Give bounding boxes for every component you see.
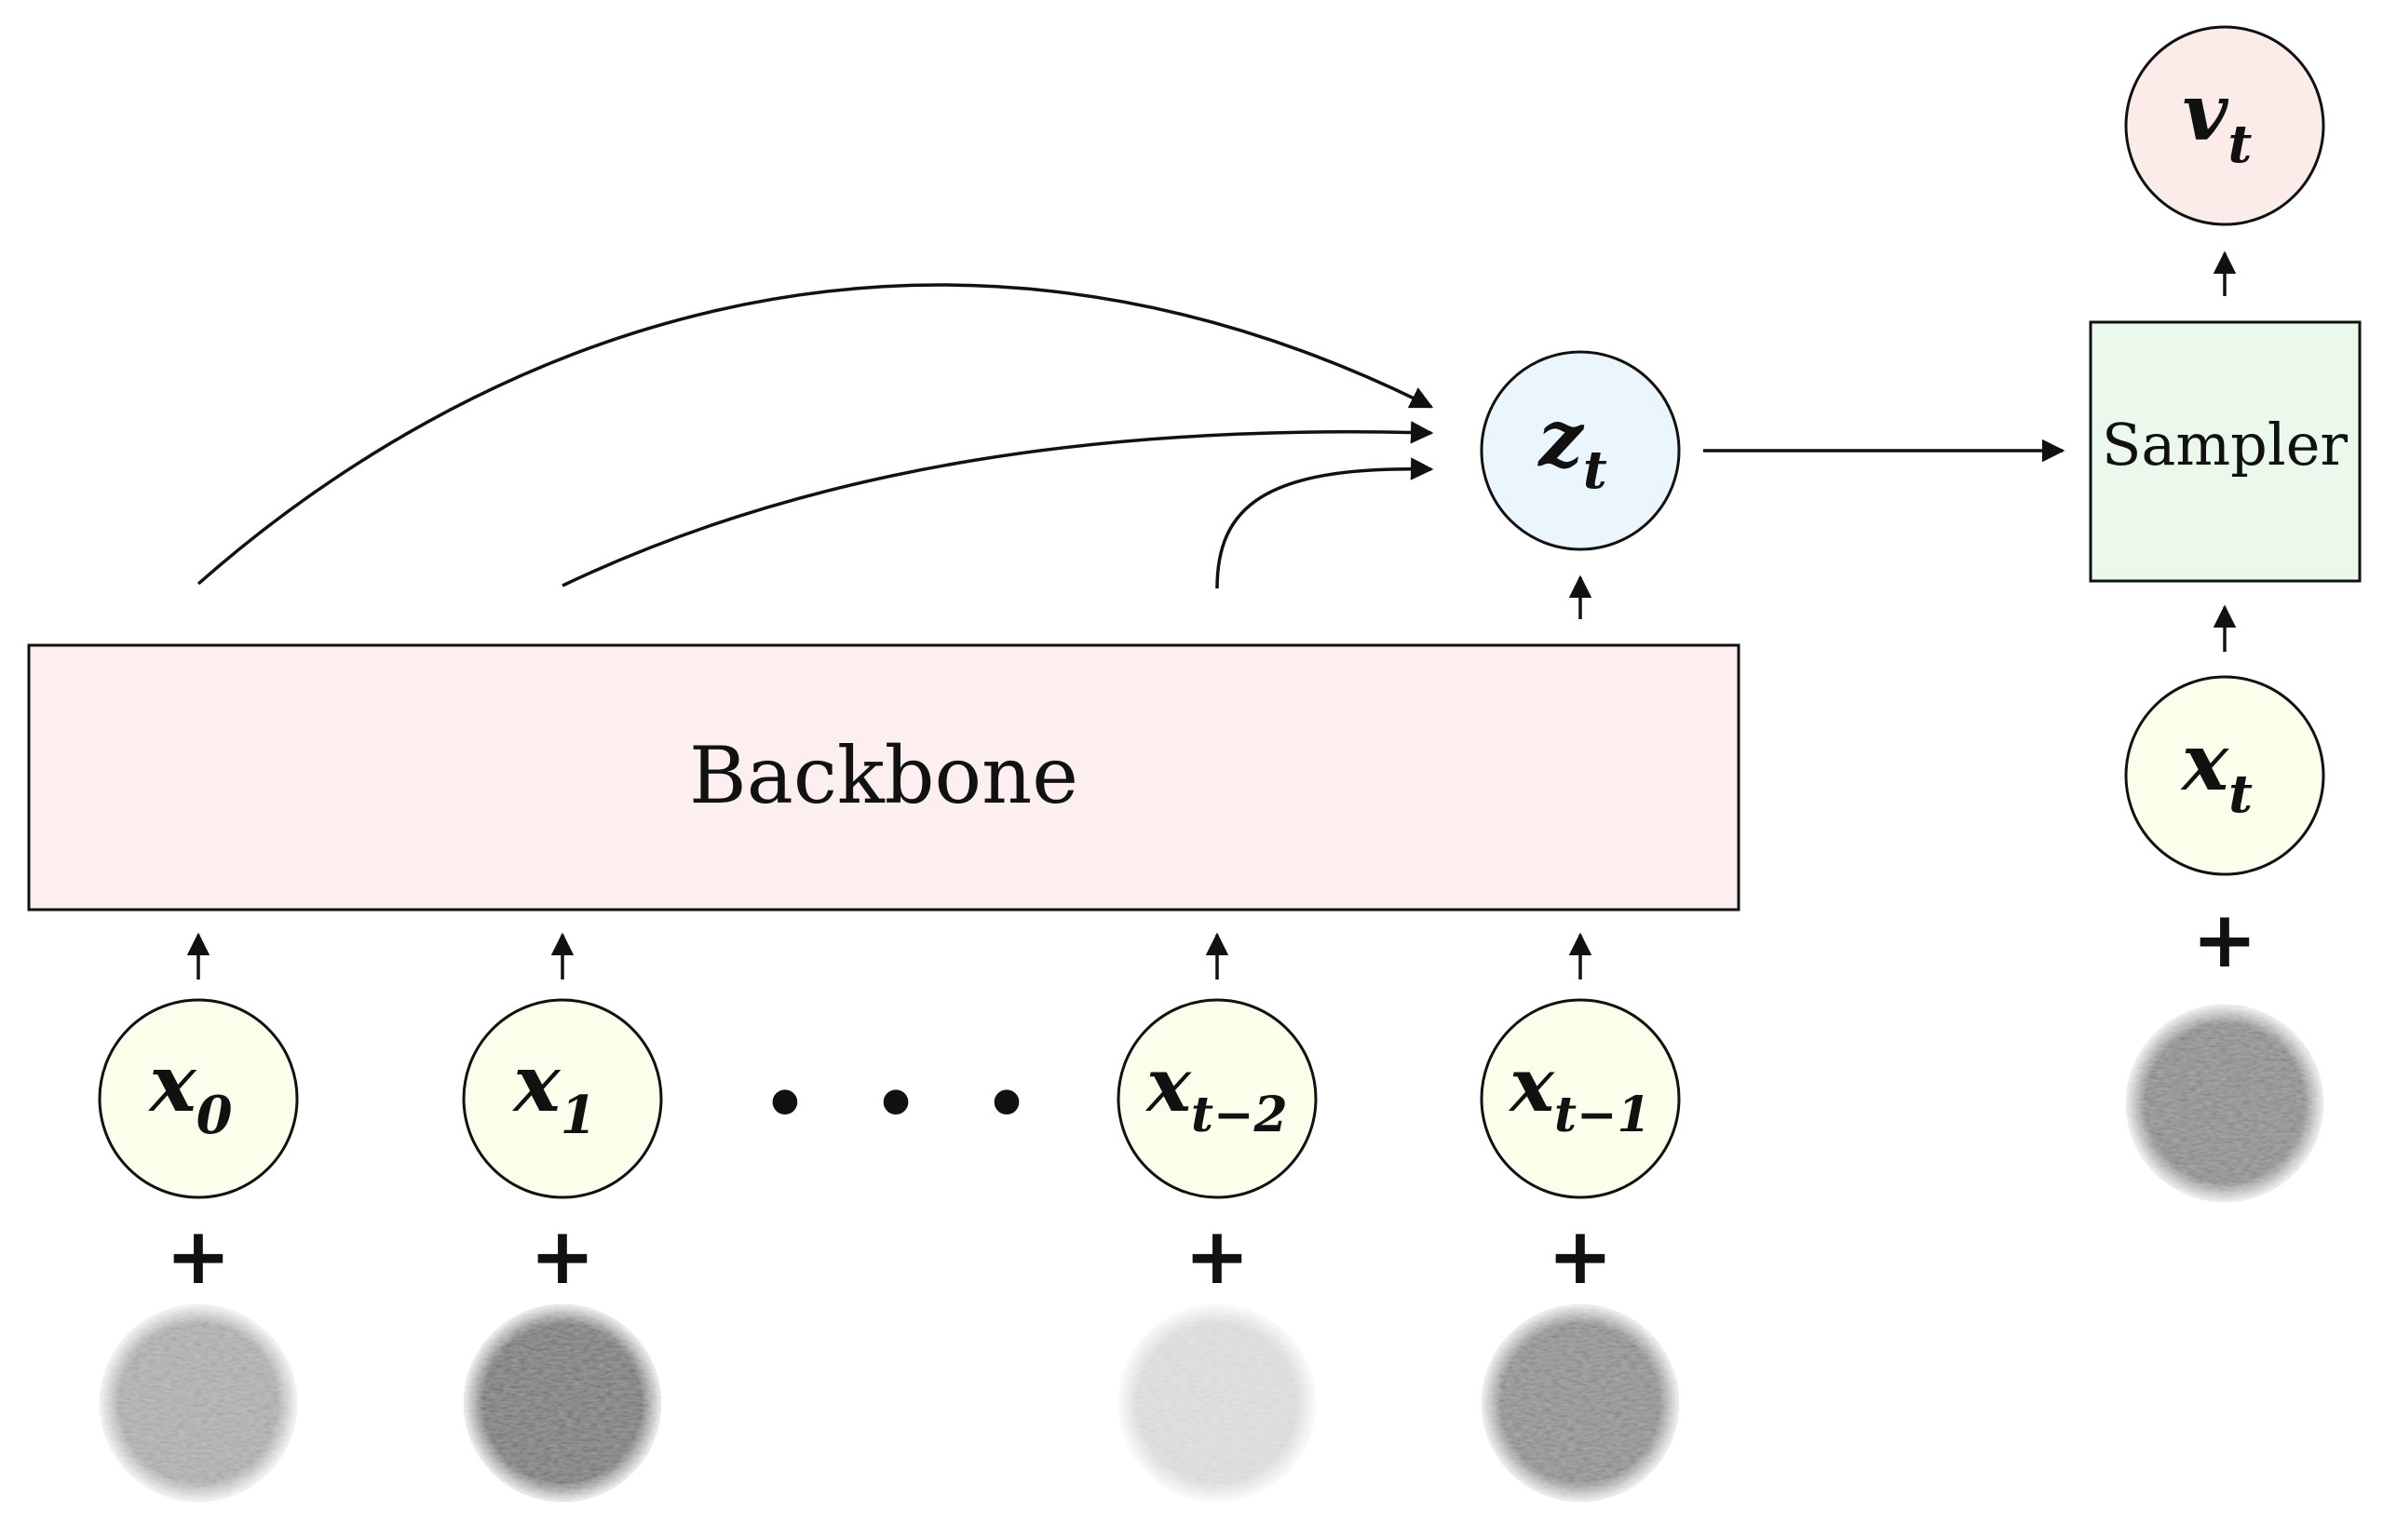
input-node-xt-2: xt−2 [1117,998,1318,1199]
input-sub: t−1 [1554,1087,1651,1143]
input-sub: 1 [561,1085,597,1146]
current-input-base: x [2180,716,2229,808]
svg-text:xt−2: xt−2 [1144,1041,1287,1143]
sampler-block [2089,320,2362,583]
latent-sub: t [1583,439,1607,501]
noise-patch [464,1304,661,1502]
ellipsis: • • • [763,1062,1050,1145]
backbone-block [27,643,1740,912]
plus-sign: + [166,1210,231,1302]
input-node-x0: x0 [98,998,299,1199]
svg-text:zt: zt [1537,392,1607,501]
latent-node: zt [1480,350,1681,551]
skip-arrow-x1 [562,421,1434,588]
skip-arrow-x0 [196,283,1434,586]
output-node: vt [2124,25,2325,226]
input-base: x [147,1037,196,1129]
noise-patch [1482,1304,1679,1502]
skip-arrow-xt-2 [1215,457,1434,589]
input-base: x [1508,1041,1555,1128]
svg-text:vt: vt [2183,66,2253,175]
input-sub: 0 [196,1085,233,1146]
plus-sign: + [530,1210,595,1302]
latent-base: z [1537,392,1585,484]
svg-text:xt: xt [2180,716,2253,825]
input-sub: t−2 [1191,1087,1288,1143]
output-base: v [2183,66,2229,158]
input-node-xt-1: xt−1 [1480,998,1681,1199]
plus-sign: + [1185,1210,1250,1302]
svg-text:x1: x1 [511,1037,596,1146]
sampler-label: Sampler [2102,411,2348,479]
input-base: x [511,1037,561,1129]
plus-sign-current: + [2192,894,2257,985]
plus-sign: + [1548,1210,1613,1302]
current-input-sub: t [2228,763,2253,825]
svg-text:x0: x0 [147,1037,232,1146]
noise-patch-current [2126,1005,2323,1202]
noise-patch [100,1304,297,1502]
noise-patch [1118,1304,1316,1502]
backbone-label: Backbone [689,730,1078,821]
input-base: x [1144,1041,1192,1128]
current-input-node: xt [2124,675,2325,876]
output-sub: t [2227,114,2252,175]
svg-text:xt−1: xt−1 [1508,1041,1650,1143]
input-node-x1: x1 [462,998,663,1199]
